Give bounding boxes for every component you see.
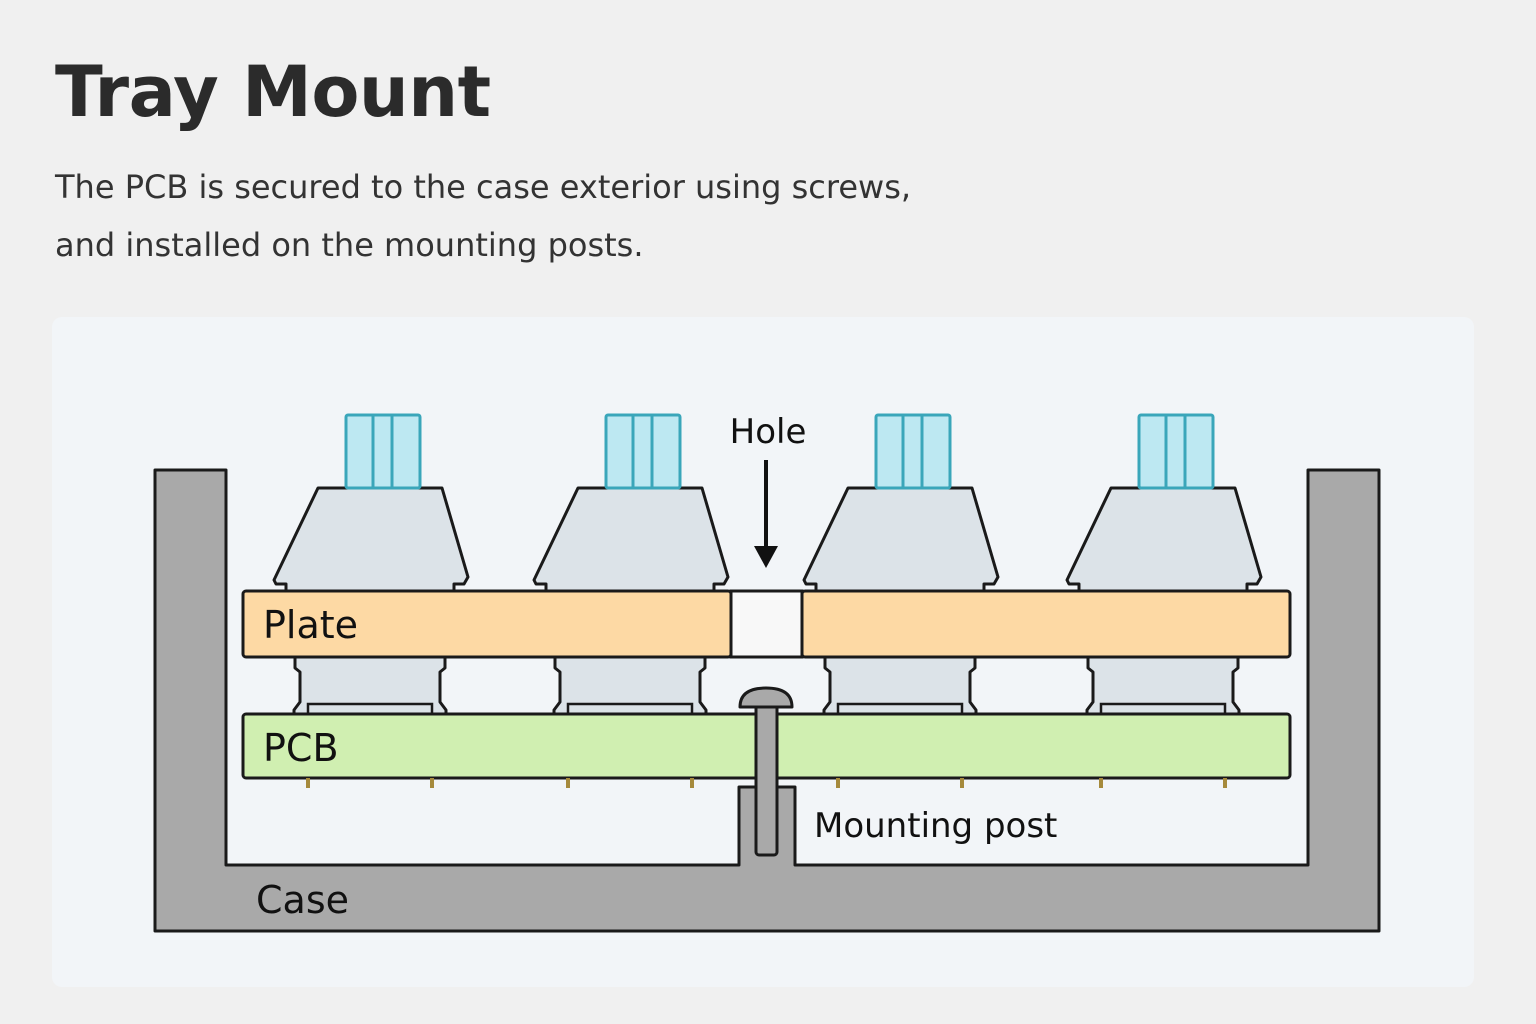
- switch-stem: [344, 413, 422, 490]
- description-line-1: The PCB is secured to the case exterior …: [55, 168, 912, 206]
- page-title: Tray Mount: [55, 51, 491, 133]
- switch-top-housing: [272, 486, 470, 593]
- switch-top-housing: [532, 486, 730, 593]
- pcb-label: PCB: [263, 726, 339, 770]
- plate-right: [800, 589, 1292, 659]
- page-description: The PCB is secured to the case exterior …: [55, 158, 1055, 274]
- plate-hole: [729, 589, 804, 659]
- switch-top-housing: [1065, 486, 1263, 593]
- case-label: Case: [256, 878, 349, 922]
- switch-stem: [874, 413, 952, 490]
- hole-label: Hole: [730, 412, 807, 452]
- mounting-post-label: Mounting post: [814, 806, 1057, 846]
- hole-arrow: [754, 460, 778, 568]
- switch-stem: [604, 413, 682, 490]
- screw: [738, 686, 794, 857]
- switch-top-housing: [802, 486, 1000, 593]
- description-line-2: and installed on the mounting posts.: [55, 226, 644, 264]
- switch-stem: [1137, 413, 1215, 490]
- plate-label: Plate: [263, 603, 358, 647]
